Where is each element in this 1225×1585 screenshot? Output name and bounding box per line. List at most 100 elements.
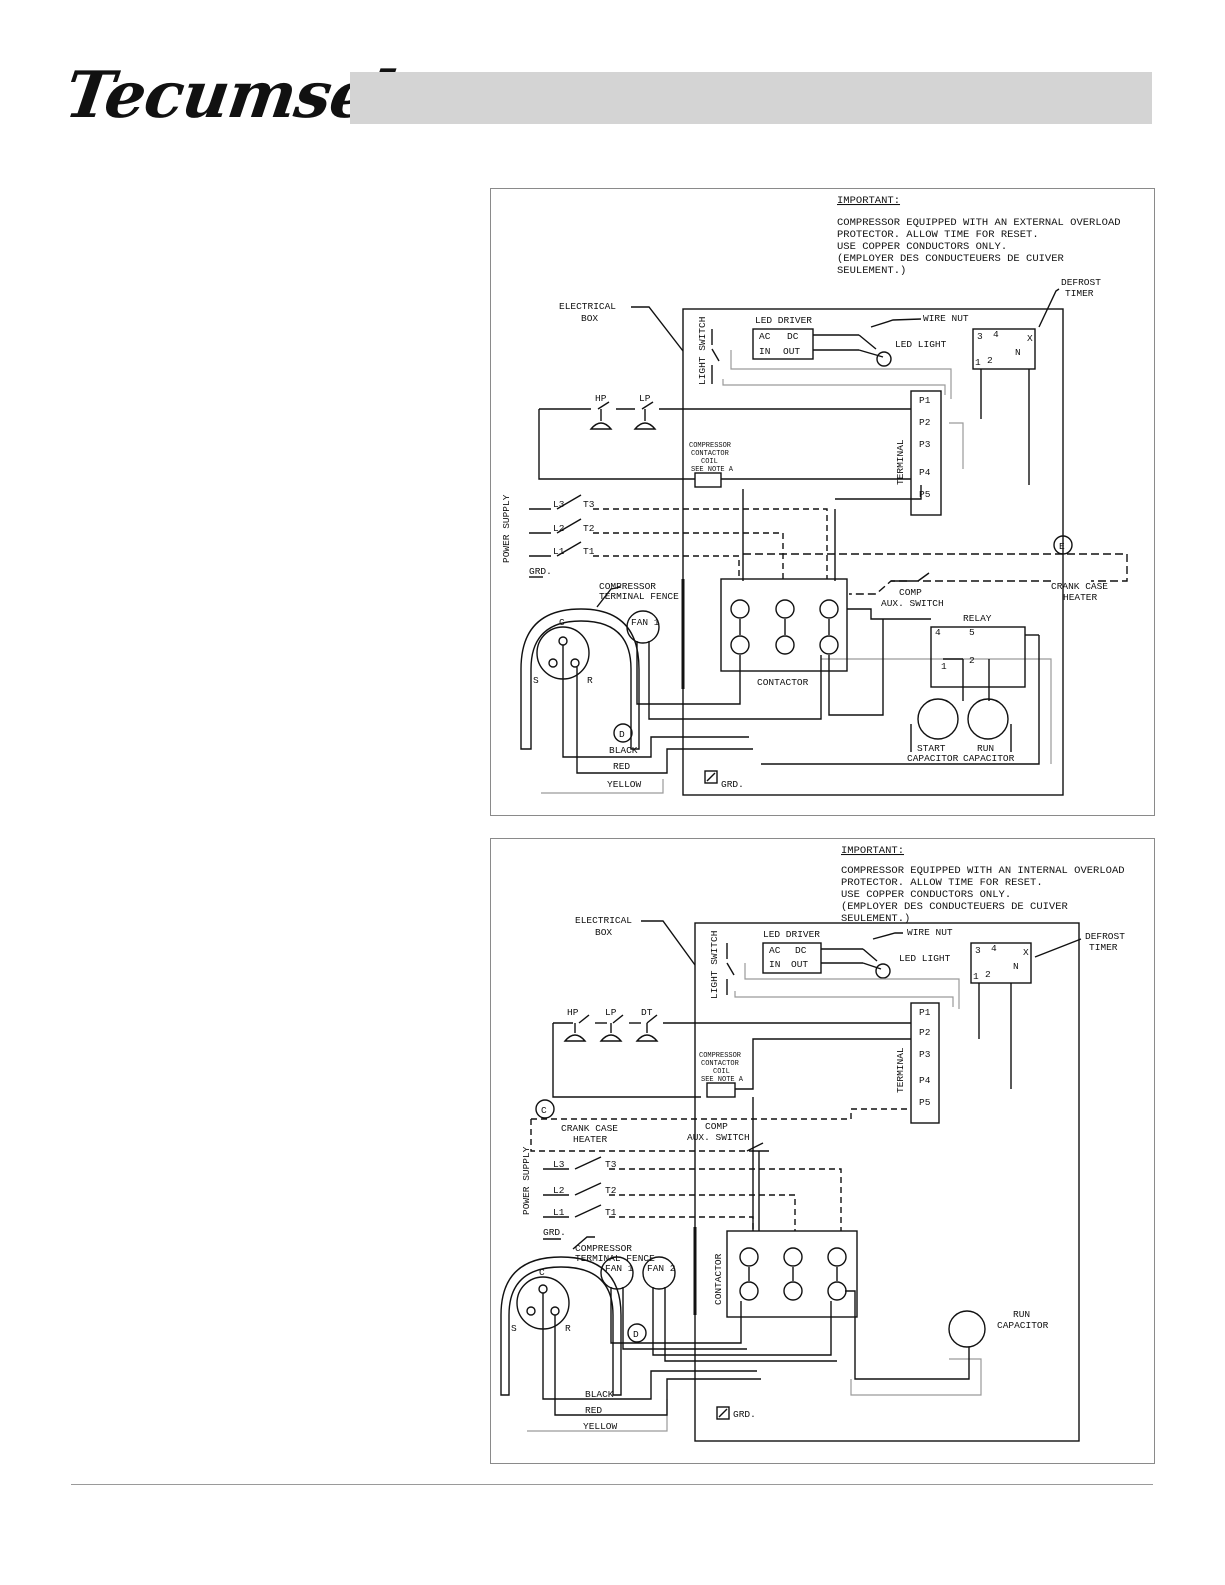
comp-aux-switch-label: COMP — [705, 1121, 728, 1132]
line-l2: L2 — [553, 523, 565, 534]
crank-case-heater-label: HEATER — [573, 1134, 608, 1145]
wire-red: RED — [613, 761, 630, 772]
marker-e: E — [1059, 541, 1065, 552]
tecumseh-logo: Tecumseh — [60, 58, 421, 133]
light-switch-label: LIGHT SWITCH — [697, 317, 708, 385]
grd-label: GRD. — [543, 1227, 566, 1238]
electrical-box-outline — [694, 922, 1080, 1442]
contactor-t3 — [827, 1281, 847, 1301]
ground-label: GRD. — [733, 1409, 756, 1420]
comp-aux-switch-label: AUX. SWITCH — [881, 598, 944, 609]
fence-label: COMPRESSOR — [599, 581, 656, 592]
header-bar — [350, 72, 1152, 124]
terminal-label: TERMINAL — [895, 1047, 906, 1093]
note-line: PROTECTOR. ALLOW TIME FOR RESET. — [841, 877, 1043, 889]
contactor-body — [726, 1230, 858, 1318]
out-label: OUT — [783, 346, 800, 357]
ac-label: AC — [759, 331, 771, 342]
terminal-p1: P1 — [919, 1007, 931, 1018]
run-capacitor-label: CAPACITOR — [963, 753, 1015, 764]
load-t2: T2 — [605, 1185, 617, 1196]
crank-case-heater-label: HEATER — [1063, 592, 1098, 603]
relay-pin: 1 — [941, 661, 947, 672]
terminal-p3: P3 — [919, 439, 931, 450]
led-driver-label: LED DRIVER — [763, 929, 820, 940]
electrical-box-label: BOX — [581, 313, 598, 324]
led-driver-box — [762, 942, 822, 974]
power-supply-label: POWER SUPPLY — [501, 494, 512, 563]
led-light-bulb — [876, 351, 892, 367]
power-supply-switches — [543, 1156, 602, 1240]
note-line: SEULEMENT.) — [837, 265, 906, 277]
load-t2: T2 — [583, 523, 595, 534]
relay-pin: 5 — [969, 627, 975, 638]
marker-c: C — [541, 1105, 547, 1116]
electrical-box-label: ELECTRICAL — [559, 301, 616, 312]
in-label: IN — [769, 959, 780, 970]
ground-label: GRD. — [721, 779, 744, 790]
dc-label: DC — [787, 331, 799, 342]
load-t1: T1 — [583, 546, 595, 557]
load-t3: T3 — [605, 1159, 617, 1170]
timer-terminal: N — [1015, 347, 1021, 358]
led-light-label: LED LIGHT — [895, 339, 947, 350]
ground-symbol — [704, 770, 718, 784]
timer-terminal: 1 — [973, 971, 979, 982]
defrost-timer-box — [970, 942, 1032, 984]
comp-aux-switch-label: AUX. SWITCH — [687, 1132, 750, 1143]
contactor-l3 — [827, 1247, 847, 1267]
fence-label: COMPRESSOR — [575, 1243, 632, 1254]
start-capacitor-label: CAPACITOR — [907, 753, 959, 764]
defrost-timer-box — [972, 328, 1036, 370]
contactor-label: CONTACTOR — [757, 677, 809, 688]
led-driver-label: LED DRIVER — [755, 315, 812, 326]
wire-nut-label: WIRE NUT — [923, 313, 969, 324]
contactor-t1 — [730, 635, 750, 655]
line-l2: L2 — [553, 1185, 565, 1196]
fence-label: TERMINAL FENCE — [575, 1253, 655, 1264]
comp-aux-switch-label: COMP — [899, 587, 922, 598]
contactor-coil — [706, 1082, 736, 1098]
note-line: USE COPPER CONDUCTORS ONLY. — [837, 241, 1007, 253]
load-t3: T3 — [583, 499, 595, 510]
start-capacitor-label: START — [917, 743, 946, 754]
terminal-block — [910, 390, 942, 516]
fan-1-label: FAN 1 — [605, 1263, 634, 1274]
timer-terminal: X — [1027, 333, 1033, 344]
contactor-l3 — [819, 599, 839, 619]
terminal-block — [910, 1002, 940, 1124]
crank-case-heater-label: CRANK CASE — [561, 1123, 618, 1134]
line-l3: L3 — [553, 499, 565, 510]
fence-label: TERMINAL FENCE — [599, 591, 679, 602]
fan-1-label: FAN 1 — [631, 617, 660, 628]
relay-box — [930, 626, 1026, 688]
coil-label: COMPRESSOR — [699, 1052, 742, 1060]
note-line: SEULEMENT.) — [841, 913, 910, 925]
note-line: COMPRESSOR EQUIPPED WITH AN EXTERNAL OVE… — [837, 217, 1121, 229]
start-capacitor — [917, 698, 959, 740]
timer-terminal: 3 — [975, 945, 981, 956]
contactor-l2 — [783, 1247, 803, 1267]
marker-d: D — [633, 1329, 639, 1340]
electrical-box-label: BOX — [595, 927, 612, 938]
dt-label: DT — [641, 1007, 653, 1018]
terminal-p4: P4 — [919, 1075, 931, 1086]
wiring-diagram-2-svg: IMPORTANT: COMPRESSOR EQUIPPED WITH AN I… — [500, 845, 1125, 1442]
in-label: IN — [759, 346, 770, 357]
timer-terminal: 2 — [985, 969, 991, 980]
run-capacitor — [967, 698, 1009, 740]
important-heading: IMPORTANT: — [841, 845, 904, 857]
hp-label: HP — [567, 1007, 579, 1018]
ground-symbol — [716, 1406, 730, 1420]
timer-terminal: 1 — [975, 357, 981, 368]
ac-label: AC — [769, 945, 781, 956]
electrical-box-label: ELECTRICAL — [575, 915, 632, 926]
fan-2-motor — [642, 1256, 676, 1290]
defrost-timer-label: DEFROST — [1085, 931, 1125, 942]
timer-terminal: N — [1013, 961, 1019, 972]
lp-label: LP — [605, 1007, 617, 1018]
timer-terminal: X — [1023, 947, 1029, 958]
dc-label: DC — [795, 945, 807, 956]
note-line: PROTECTOR. ALLOW TIME FOR RESET. — [837, 229, 1039, 241]
important-heading: IMPORTANT: — [837, 195, 900, 207]
